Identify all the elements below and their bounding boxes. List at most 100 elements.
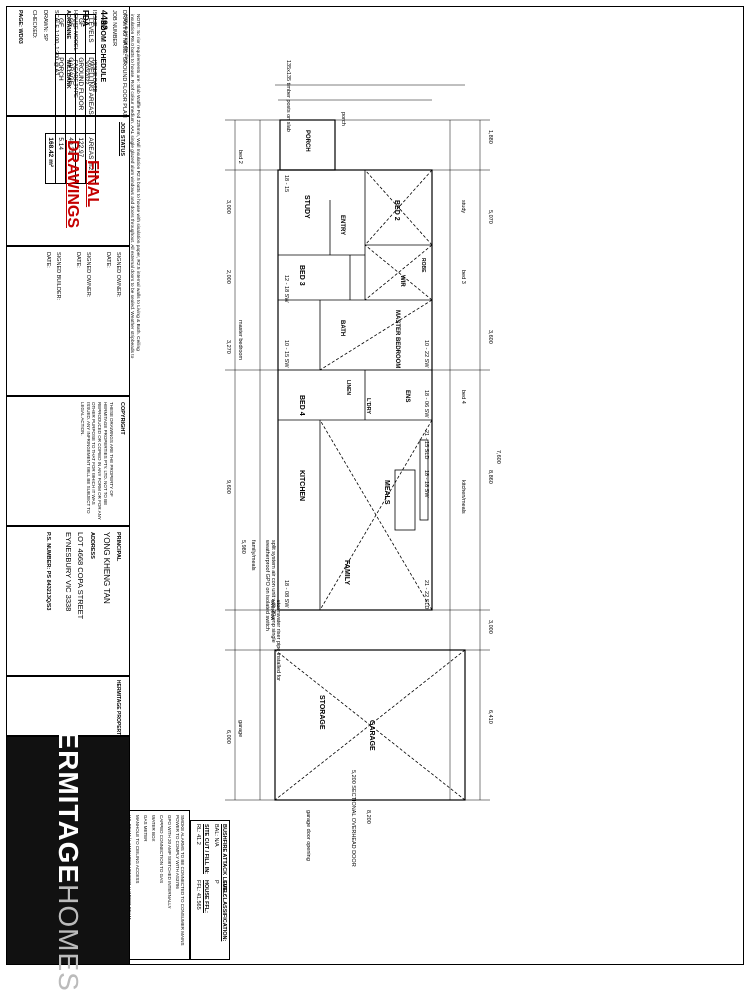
dim-text: kitchen/meals [460, 480, 466, 514]
room-label-bed4: BED 4 [298, 395, 305, 416]
site-cut-value: RL: 41.2 [195, 824, 201, 845]
copyright-title: COPYRIGHT [119, 402, 125, 435]
dim-text: family/meals [250, 540, 256, 571]
legend-item: SMOKE ALARMS TO BE CONNECTED TO CONSUMER… [175, 815, 185, 946]
brand-logo: HERMITAGE HOMES [6, 709, 130, 992]
scale: SCALE 1:100, 1:200 @ A3 [53, 10, 59, 76]
dim-text: 3,000 [225, 200, 231, 214]
signoff-panel [6, 246, 130, 396]
window-code: 18 - 08 SW [283, 580, 289, 608]
room-label-ens: ENS [404, 390, 410, 403]
status-final: FINAL [84, 160, 101, 208]
address-line-1: LOT 4668 COPA STREET [76, 532, 85, 620]
window-code: 21 - 15 SLD [423, 430, 429, 460]
issue-date: 3/03/2022 [83, 60, 89, 85]
brand-thin: HOMES [53, 884, 84, 992]
dim-text: 1,880 [487, 130, 493, 144]
dim-text: master bedroom [237, 320, 243, 361]
dim-text: study [460, 200, 466, 214]
room-label-meals: MEALS [383, 480, 390, 505]
room-label-storage: STORAGE [318, 695, 325, 730]
dim-text: 6,000 [225, 730, 231, 744]
copyright-text: THESE DRAWINGS ARE THE PROPERTY OF HERMI… [79, 402, 114, 520]
dim-text: 5,200 SECTIONAL OVERHEAD DOOR [350, 770, 356, 867]
dim-text: 5,070 [487, 210, 493, 224]
dim-text: 135x135 timber posts on slab [285, 60, 291, 132]
dim-text: split system air con unit with 20amp sin… [264, 540, 277, 643]
window-code: 21 - 22 SLD [423, 580, 429, 610]
room-label-entry: ENTRY [339, 215, 345, 236]
site-class-label: SITE CLASSIFICATION: [221, 880, 227, 942]
date-1: DATE: [105, 252, 111, 268]
address-label: ADDRESS [89, 532, 95, 559]
dim-text: bed 2 [237, 150, 243, 164]
room-label-bed2: BED 2 [393, 200, 400, 221]
drawing-sheet: ROOM SCHEDULE LEVELS DWELLING AREAS AREA… [6, 6, 744, 992]
room-label-linen: LINEN [345, 380, 351, 395]
issue-label: ISSUE [91, 10, 97, 27]
window-code: 12 - 18 SW [283, 275, 289, 303]
house-ffl-label: HOUSE FFL: [203, 880, 209, 913]
dim-text: porch [340, 112, 346, 126]
principal-name: YONG KHENG TAN [102, 532, 111, 604]
checked: CHECKED: [31, 10, 37, 39]
job-number-label: JOB NUMBER [111, 10, 117, 47]
window-code: 10 - 22 SW [423, 340, 429, 368]
site-cut-label: SITE CUT / FILL IN: [203, 824, 209, 875]
room-label-kitchen: KITCHEN [298, 470, 305, 502]
job-status-label: JOB STATUS [119, 122, 125, 157]
dim-text: 2,000 [225, 270, 231, 284]
dim-text: garage [237, 720, 243, 738]
signed-owner-2: SIGNED OWNER: [85, 252, 91, 298]
principal-label: PRINCIPAL [115, 532, 121, 562]
house-model-label: HOUSE MODEL [72, 10, 78, 51]
dim-text: 3,000 [487, 620, 493, 634]
date-3: DATE: [45, 252, 51, 268]
legend-item: GAS METER [143, 815, 148, 842]
facade: MILLBANK [65, 60, 71, 89]
room-label-robe: ROBE [420, 258, 426, 273]
issue: FDA [81, 10, 90, 27]
room-label-bath: BATH [339, 320, 345, 337]
window-code: 18 - 06 SW [423, 390, 429, 418]
dim-text: 3,600 [487, 330, 493, 344]
room-label-master: MASTER BEDROOM [394, 310, 400, 369]
window-code: 18 - 18 SW [423, 470, 429, 498]
window-code: 10 - 15 SW [283, 340, 289, 368]
dim-text: 8,860 [487, 470, 493, 484]
room-label-wir: WIR [399, 275, 405, 287]
bushfire-value: BAL: N/A [213, 824, 219, 847]
page-number: PAGE: WD03 [17, 10, 23, 44]
facade-label: FACADE TYPE [72, 60, 78, 98]
dim-text: garage door opening [305, 810, 311, 861]
signed-builder: SIGNED BUILDER: [55, 252, 61, 300]
room-label-family: FAMILY [343, 560, 350, 586]
room-label-study: STUDY [303, 195, 310, 219]
room-label-porch: PORCH [304, 130, 310, 152]
dim-text: 5,980 [240, 540, 246, 554]
address-line-2: EYNESBURY VIC 3338 [64, 532, 73, 612]
floor-plan [225, 84, 490, 801]
brand-bold: HERMITAGE [53, 709, 84, 885]
rotated-drawing: ROOM SCHEDULE LEVELS DWELLING AREAS AREA… [6, 6, 744, 992]
issue-date-label: ISSUE DATE [91, 60, 97, 93]
dim-text: 8,200 [365, 810, 371, 824]
legend-item: GPO WITH 20 AMP SWITCHED INTERNALLY [167, 815, 172, 909]
signed-owner-1: SIGNED OWNER: [115, 252, 121, 298]
dim-text: 9,600 [225, 480, 231, 494]
dim-text: bed 3 [460, 270, 466, 284]
job-number: 4492 [99, 10, 109, 31]
house-model: ADRIANNE [65, 10, 71, 40]
room-label-garage: GARAGE [368, 720, 375, 751]
window-code: 18 - 15 [283, 175, 289, 193]
ps-number: P.S. NUMBER: PS 843213Q/S3 [45, 532, 51, 611]
date-2: DATE: [75, 252, 81, 268]
legend-item: MANHOLE TO CEILING ACCESS [135, 815, 140, 884]
house-ffl-value: FFL: 41.565 [195, 880, 201, 910]
dim-text: 6,410 [487, 710, 493, 724]
drawn: DRAWN: SP [42, 10, 48, 41]
site-class-value: P [213, 880, 219, 884]
dim-text: 7,600 [495, 450, 501, 464]
status-drawings: DRAWINGS [64, 140, 81, 228]
room-label-ldry: L'DRY [365, 398, 371, 415]
